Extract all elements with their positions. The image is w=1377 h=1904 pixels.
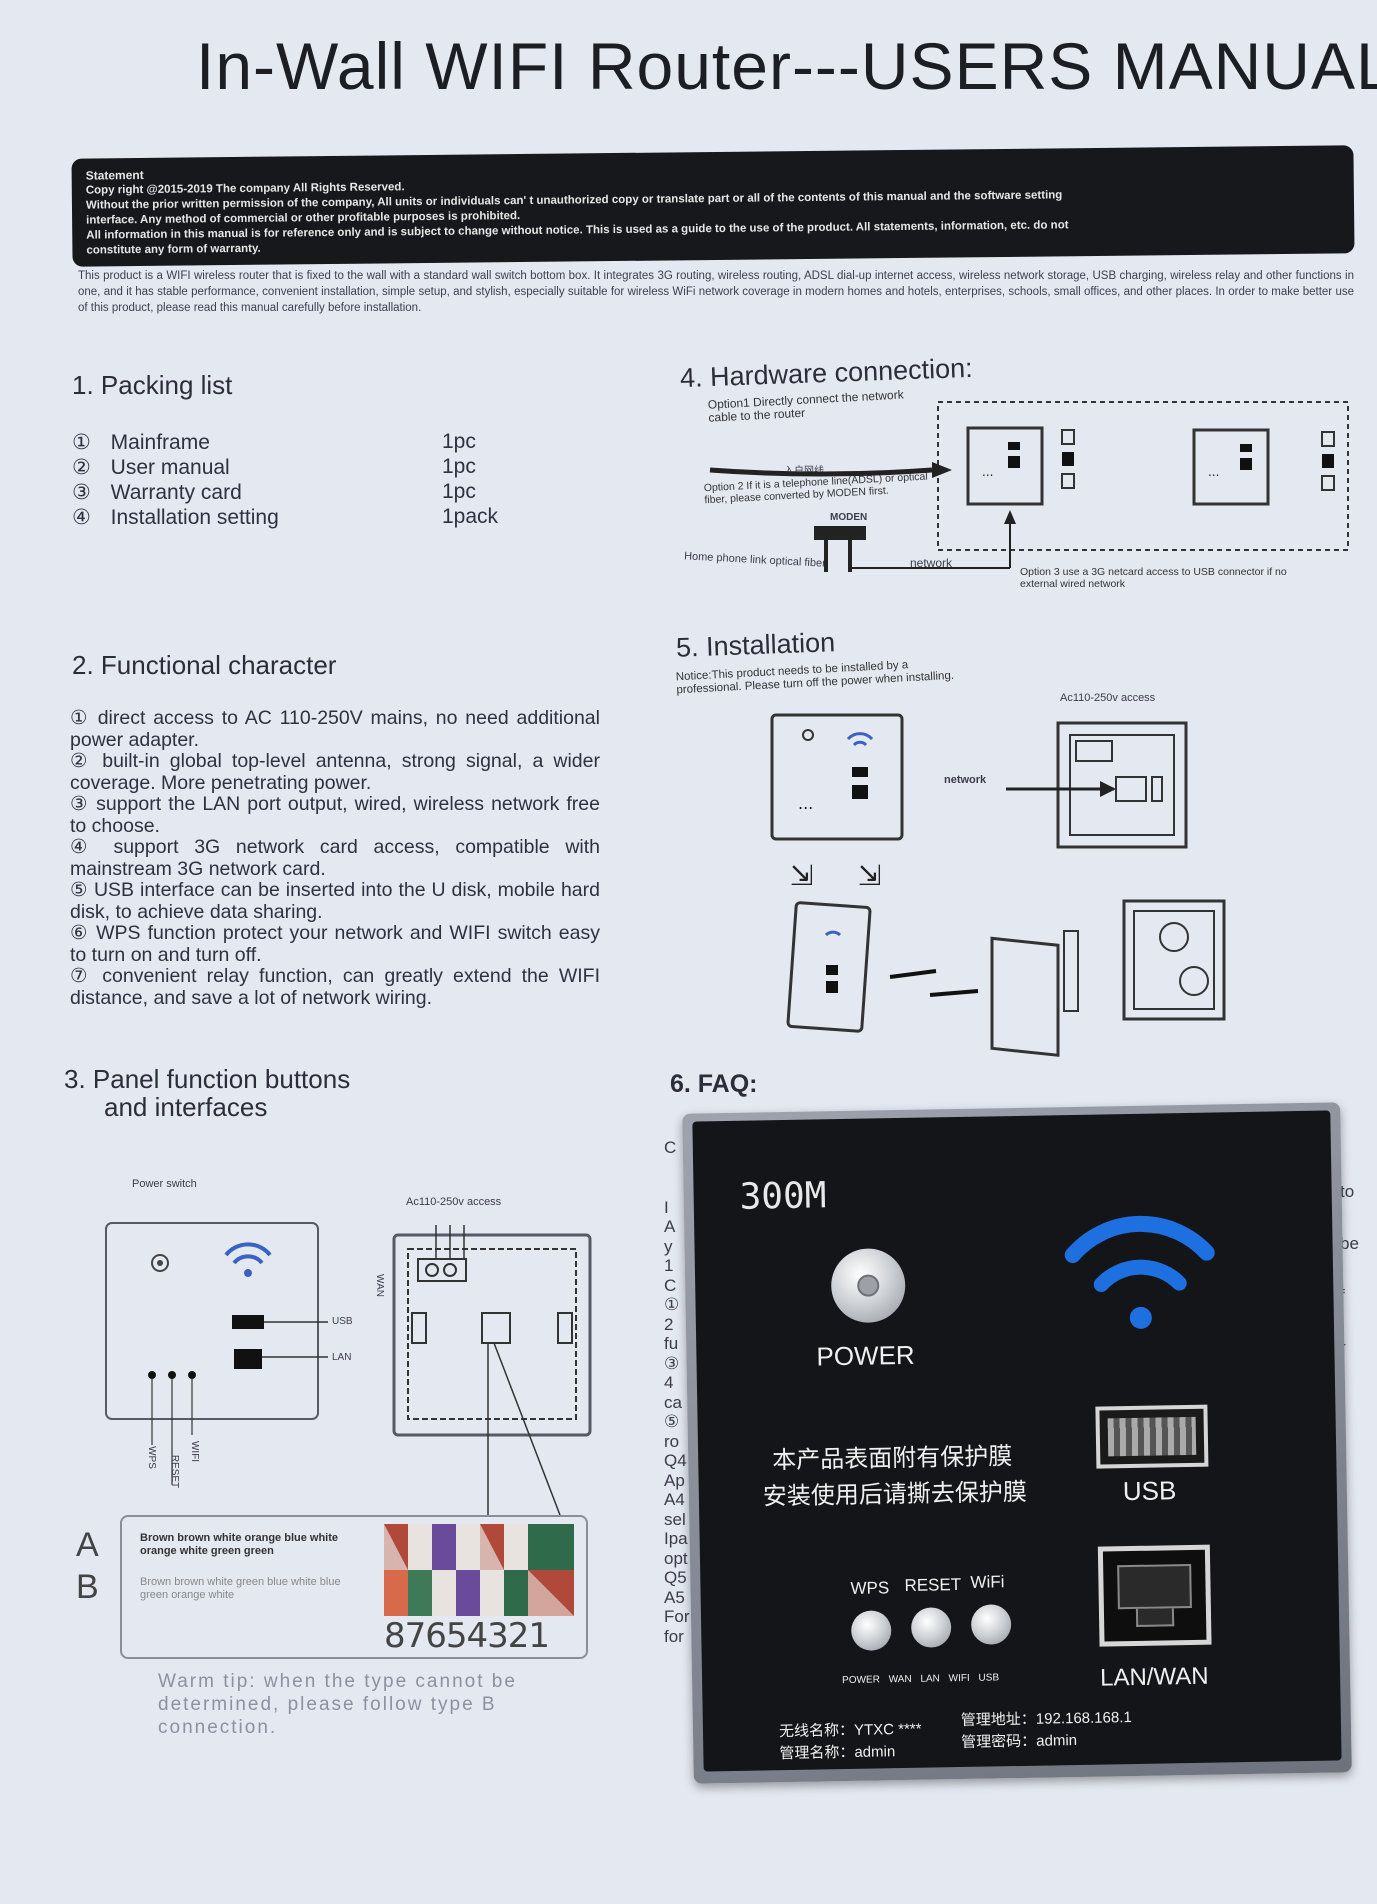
list-item: ③ Warranty card 1pc xyxy=(72,480,476,504)
list-item: ① Mainframe 1pc xyxy=(72,430,476,454)
hardware-diagram: ... ... xyxy=(709,401,1349,572)
list-item: ② built-in global top-level antenna, str… xyxy=(70,750,600,794)
panel-back-diagram xyxy=(392,1225,592,1516)
wps-label: WPS xyxy=(145,1446,157,1469)
option3-text: Option 3 use a 3G netcard access to USB … xyxy=(1020,566,1287,590)
protective-film-notice-1: 本产品表面附有保护膜 xyxy=(772,1443,1013,1475)
wifi-label: WIFI xyxy=(189,1440,201,1463)
speed-label: 300M xyxy=(739,1175,827,1218)
functional-list: ① direct access to AC 110-250V mains, no… xyxy=(70,707,600,1009)
warm-tip: Warm tip: when the type cannot be determ… xyxy=(158,1671,517,1738)
wan-label: WAN xyxy=(373,1274,385,1297)
reset-button[interactable] xyxy=(910,1607,952,1648)
svg-text:⇲: ⇲ xyxy=(790,859,813,892)
lan-label: LAN xyxy=(332,1352,352,1363)
hardware-heading: 4. Hardware connection: xyxy=(679,352,974,394)
power-switch-label: Power switch xyxy=(132,1178,197,1190)
wiring-box xyxy=(120,1515,588,1659)
power-button[interactable] xyxy=(830,1247,906,1324)
admin-user-row: 管理名称：admin xyxy=(779,1743,896,1763)
reset-label: RESET xyxy=(169,1454,181,1489)
status-leds-label: POWER WAN LAN WIFI USB xyxy=(842,1672,1000,1687)
list-item: ① direct access to AC 110-250V mains, no… xyxy=(70,707,600,751)
network-label: network xyxy=(910,556,953,570)
product-panel: 300M POWER 本产品表面附有保护膜 安装使用后请撕去保护膜 USB LA… xyxy=(682,1102,1352,1784)
install-network-label: network xyxy=(944,774,987,786)
type-a-text: Brown brown white orange blue white oran… xyxy=(140,1532,339,1557)
install-ac-label: Ac110-250v access xyxy=(1060,692,1156,704)
wifi-panel-label: WiFi xyxy=(970,1572,1005,1592)
faq-heading: 6. FAQ: xyxy=(670,1070,758,1098)
power-label: POWER xyxy=(816,1339,915,1372)
type-a-label: A xyxy=(76,1526,99,1564)
wifi-button[interactable] xyxy=(970,1604,1012,1645)
installation-heading: 5. Installation xyxy=(675,627,836,663)
protective-film-notice-2: 安装使用后请撕去保护膜 xyxy=(762,1478,1028,1511)
svg-text:⇲: ⇲ xyxy=(858,859,881,892)
list-item: ④ support 3G network card access, compat… xyxy=(70,836,600,880)
svg-text:...: ... xyxy=(1208,465,1219,479)
list-item: ② User manual 1pc xyxy=(72,455,476,479)
document-title: In-Wall WIFI Router---USERS MANUAL xyxy=(196,29,1377,103)
ac-access-label: Ac110-250v access xyxy=(406,1196,502,1208)
installation-notice: Notice:This product needs to be installe… xyxy=(675,659,955,697)
panel-face: 300M POWER 本产品表面附有保护膜 安装使用后请撕去保护膜 USB LA… xyxy=(692,1110,1342,1772)
installation-diagram: ... ⇲ ⇲ xyxy=(770,713,1226,1057)
type-b-label: B xyxy=(76,1568,99,1606)
list-item: ④ Installation setting 1pack xyxy=(72,505,499,529)
wps-button[interactable] xyxy=(850,1610,892,1651)
usb-port[interactable] xyxy=(1095,1404,1209,1469)
reset-panel-label: RESET xyxy=(904,1574,962,1595)
svg-text:...: ... xyxy=(982,465,993,479)
wifi-icon xyxy=(1064,1215,1215,1329)
wps-panel-label: WPS xyxy=(850,1578,890,1598)
functional-heading: 2. Functional character xyxy=(72,650,337,680)
pin-numbers: 87654321 xyxy=(384,1616,550,1656)
list-item: ③ support the LAN port output, wired, wi… xyxy=(70,793,600,837)
list-item: ⑥ WPS function protect your network and … xyxy=(70,922,600,966)
packing-list-heading: 1. Packing list xyxy=(72,370,233,400)
usb-panel-label: USB xyxy=(1122,1475,1177,1507)
type-b-text: Brown brown white green blue white blue … xyxy=(140,1576,341,1601)
usb-label: USB xyxy=(332,1316,353,1327)
list-item: ⑦ convenient relay function, can greatly… xyxy=(70,965,600,1009)
ssid-row: 无线名称：YTXC **** xyxy=(778,1720,922,1741)
panel-heading-line1: 3. Panel function buttons xyxy=(64,1064,351,1094)
intro-paragraph: This product is a WIFI wireless router t… xyxy=(78,270,1354,314)
lan-wan-label: LAN/WAN xyxy=(1099,1662,1209,1692)
panel-heading-line2: and interfaces xyxy=(104,1092,268,1122)
faq-left-fragments: C I A y 1 C ① 2 fu ③ 4 ca ⑤ ro Q4 Ap A4 … xyxy=(664,1138,690,1646)
admin-address-row: 管理地址：192.168.168.1 xyxy=(960,1709,1132,1730)
list-item: ⑤ USB interface can be inserted into the… xyxy=(70,879,600,923)
rj45-color-pattern xyxy=(384,1524,574,1616)
panel-front-diagram xyxy=(105,1222,328,1485)
lan-wan-port[interactable] xyxy=(1097,1544,1212,1647)
admin-password-row: 管理密码：admin xyxy=(961,1731,1078,1752)
statement-banner: Statement Copy right @2015-2019 The comp… xyxy=(71,145,1355,267)
svg-text:...: ... xyxy=(798,794,813,813)
moden-label: MODEN xyxy=(830,512,868,523)
